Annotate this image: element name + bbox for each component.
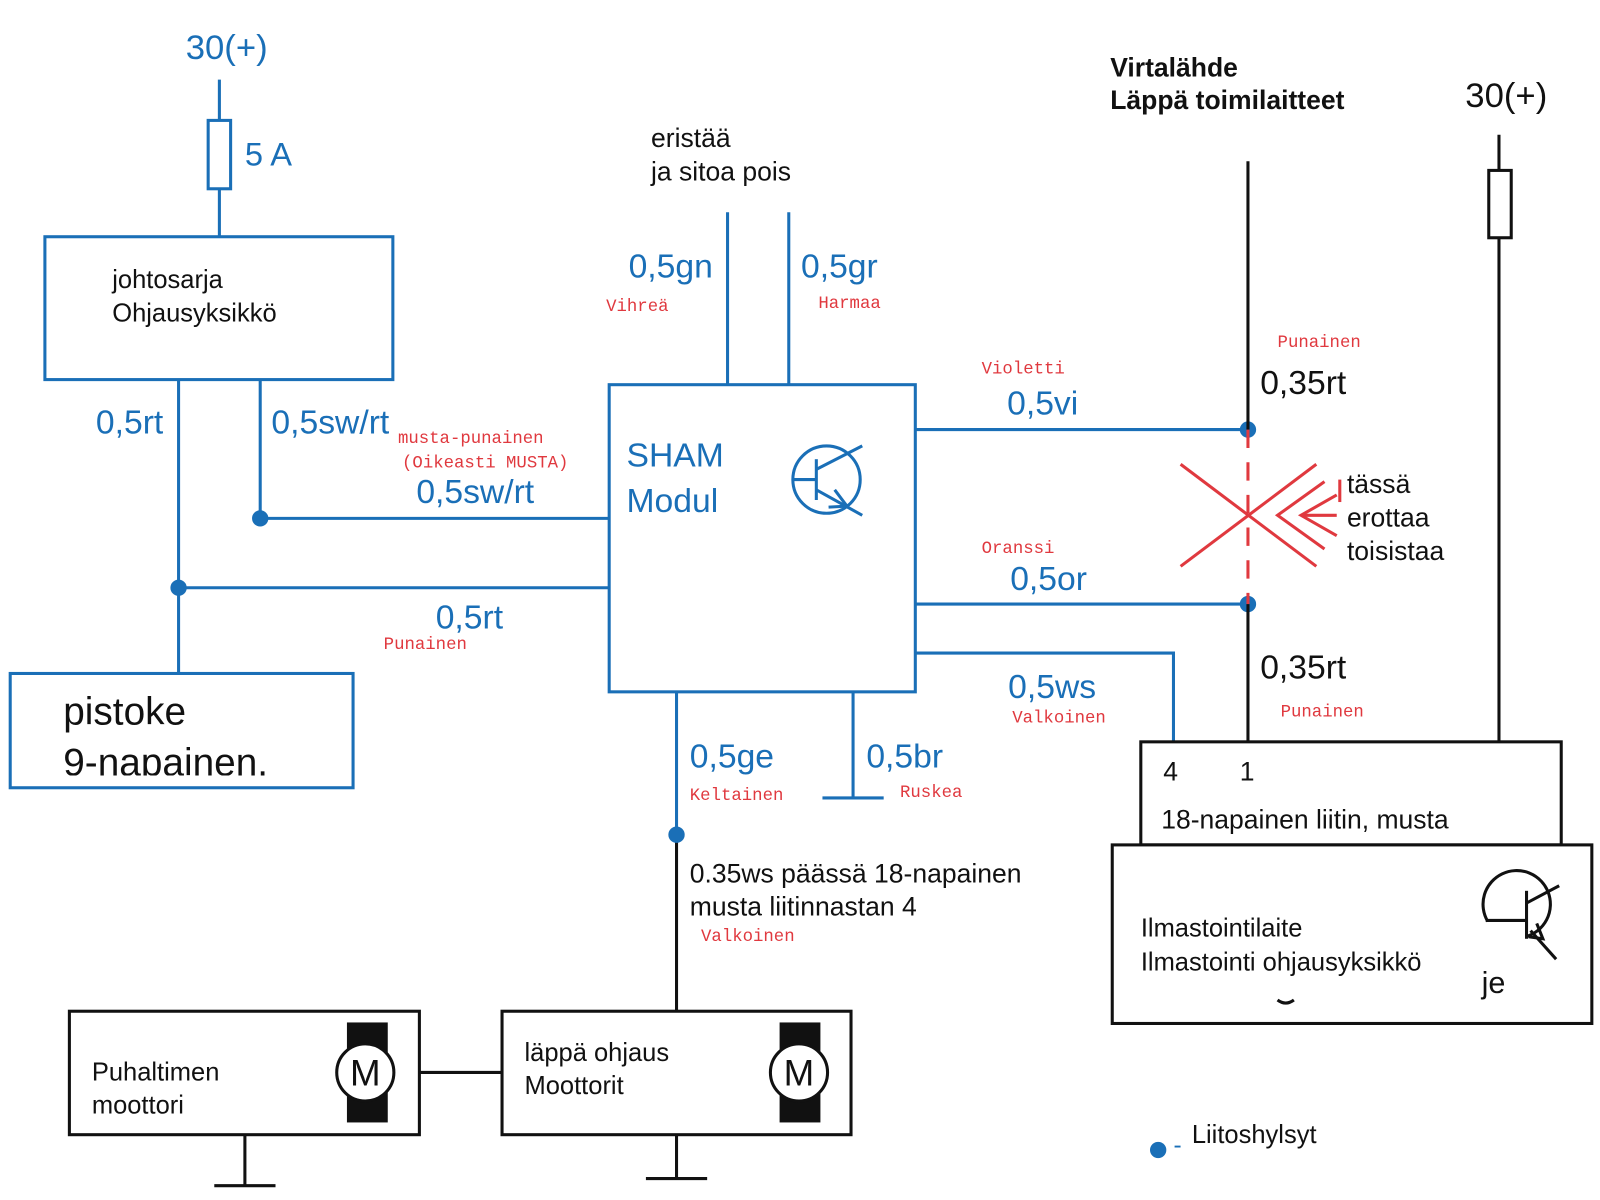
ac-unit-label-1: Ilmastointilaite xyxy=(1141,915,1303,943)
wire-note-swrt-1: musta-punainen xyxy=(398,430,544,449)
wire-color-rt-upper: Punainen xyxy=(1278,334,1361,353)
wire-note-swrt-2: (Oikeasti MUSTA) xyxy=(402,454,568,473)
flap-label-1: läppä ohjaus xyxy=(524,1039,669,1067)
blower-label-1: Puhaltimen xyxy=(92,1059,220,1087)
wire-color-ge: Keltainen xyxy=(690,787,784,806)
harness-label-2: Ohjausyksikkö xyxy=(112,299,276,327)
wire-color-gr: Harmaa xyxy=(818,295,880,314)
wire-label-or: 0,5or xyxy=(1010,561,1087,598)
ws-note-2: musta liitinnastan 4 xyxy=(690,891,917,921)
separate-note-3: toisistaa xyxy=(1347,536,1445,566)
separate-note-2: erottaa xyxy=(1347,503,1430,533)
legend-splice-dot xyxy=(1150,1141,1167,1159)
connector-pin-1: 1 xyxy=(1240,757,1255,787)
transistor-icon xyxy=(791,444,863,517)
fuse-left-label: 5 A xyxy=(245,135,292,172)
ws-note-color: Valkoinen xyxy=(701,928,795,947)
fuse-left xyxy=(206,118,233,191)
plug-label-1: pistoke xyxy=(63,690,186,733)
flap-label-2: Moottorit xyxy=(524,1072,623,1100)
motor-icon: M xyxy=(335,1022,396,1123)
motor-letter: M xyxy=(350,1053,381,1094)
fuse-right xyxy=(1487,168,1513,240)
motor-icon: M xyxy=(768,1022,830,1123)
ground-icon xyxy=(645,1134,708,1181)
supply-left-label: 30(+) xyxy=(186,29,268,67)
power-source-label-1: Virtalähde xyxy=(1110,53,1238,83)
legend-dash: - xyxy=(1173,1132,1181,1159)
wire-label-rt-upper: 0,35rt xyxy=(1260,365,1347,402)
wire-color-ws: Valkoinen xyxy=(1012,709,1106,728)
wire-label-ws: 0,5ws xyxy=(1008,669,1096,706)
wire-color-rt-horizontal: Punainen xyxy=(384,636,467,655)
wire-color-rt-lower: Punainen xyxy=(1281,703,1364,722)
splice-dot xyxy=(668,826,685,843)
wire-color-br: Ruskea xyxy=(900,784,962,803)
ground-icon xyxy=(214,1134,276,1188)
splice-dot xyxy=(252,510,269,527)
harness-box xyxy=(43,235,395,382)
wire-label-rt-horizontal: 0,5rt xyxy=(436,600,504,637)
blower-label-2: moottori xyxy=(92,1091,184,1119)
arrow-left-icon xyxy=(1274,479,1342,551)
wire-label-rt-lower: 0,35rt xyxy=(1260,650,1347,687)
legend-label: Liitoshylsyt xyxy=(1192,1121,1317,1149)
wire-label-swrt-horizontal: 0,5sw/rt xyxy=(416,474,534,511)
plug-box xyxy=(8,671,355,790)
sham-label-1: SHAM xyxy=(627,437,724,474)
harness-label-1: johtosarja xyxy=(111,266,223,294)
wire-color-or: Oranssi xyxy=(982,540,1055,559)
transistor-icon xyxy=(1481,869,1560,961)
wire-label-ge: 0,5ge xyxy=(690,738,774,775)
wire-label-swrt-top: 0,5sw/rt xyxy=(271,405,389,442)
wire-label-br: 0,5br xyxy=(866,738,943,775)
motor-letter: M xyxy=(784,1053,815,1094)
connector-pin-4: 4 xyxy=(1163,757,1178,787)
plug-label-2: 9-napainen. xyxy=(63,742,268,785)
ac-unit-fragment: je xyxy=(1481,966,1506,1000)
wire-color-gn: Vihreä xyxy=(606,298,668,317)
wire-label-rt-left: 0,5rt xyxy=(96,405,164,442)
ac-unit-box xyxy=(1110,843,1594,1025)
connector-18pin-box xyxy=(1139,740,1563,847)
ws-note-1: 0.35ws päässä 18-napainen xyxy=(690,859,1022,889)
supply-right-label: 30(+) xyxy=(1465,77,1547,115)
wire-ws xyxy=(915,651,1175,742)
ac-unit-label-2: Ilmastointi ohjausyksikkö xyxy=(1141,948,1422,976)
separate-note-1: tässä xyxy=(1347,469,1411,499)
wire-label-gn: 0,5gn xyxy=(629,249,713,286)
sham-label-2: Modul xyxy=(627,483,719,520)
splice-dot xyxy=(170,579,187,596)
cut-x-icon xyxy=(1179,463,1318,568)
isolate-note-1: eristää xyxy=(651,123,731,153)
ac-unit-stray-mark xyxy=(1276,998,1295,1005)
wire-color-vi: Violetti xyxy=(982,360,1065,379)
power-source-label-2: Läppä toimilaitteet xyxy=(1110,85,1344,115)
sham-module-box xyxy=(607,383,917,694)
wire-label-gr: 0,5gr xyxy=(801,249,878,286)
wire-label-vi: 0,5vi xyxy=(1007,385,1078,422)
connector-label: 18-napainen liitin, musta xyxy=(1161,805,1449,835)
isolate-note-2: ja sitoa pois xyxy=(650,157,791,187)
